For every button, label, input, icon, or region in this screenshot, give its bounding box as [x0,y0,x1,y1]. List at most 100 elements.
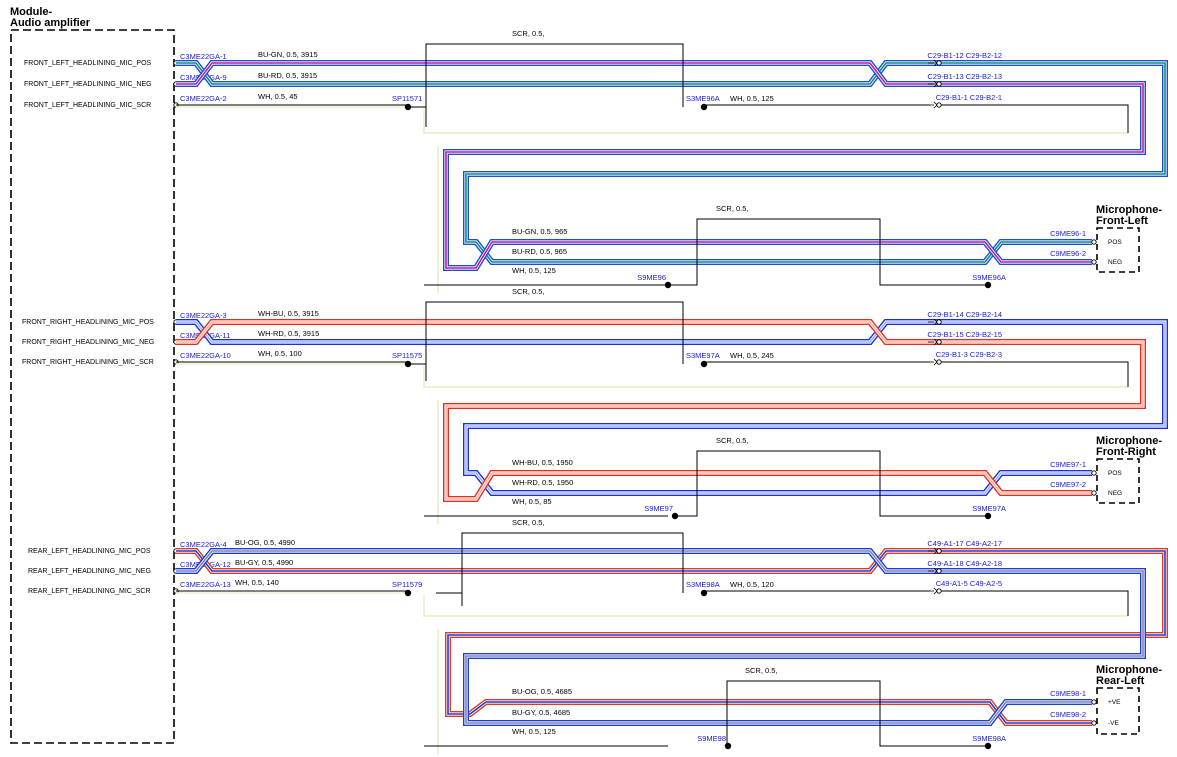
module-audio-amplifier-box[interactable] [10,29,175,744]
mic-pin-label: C9ME97-1 [1050,460,1086,469]
screen-band [423,366,1128,388]
wire-label: BU-OG, 0.5, 4990 [235,538,295,547]
screen-band [423,595,1128,617]
wire-label: WH-BU, 0.5, 1950 [512,458,573,467]
screen-wire-bottom[interactable] [668,218,988,286]
mic-pin-terminal[interactable] [1091,470,1097,476]
splice-label-top: SP11575 [392,351,422,360]
inline-connector[interactable] [928,547,942,555]
inline-connector-label: C29-B1-15 C29-B2-15 [927,330,1002,339]
signal-label: FRONT_LEFT_HEADLINING_MIC_POS [24,60,152,67]
signal-label: FRONT_RIGHT_HEADLINING_MIC_NEG [22,339,154,346]
mic-pin-name: NEG [1108,490,1122,497]
inline-connector-label: C49-A1-17 C49-A2-17 [927,539,1002,548]
screen-wire-bottom[interactable] [675,450,988,517]
screen-wire-bottom[interactable] [726,680,988,747]
inline-connector[interactable] [928,338,942,346]
harness-group-3: REAR_LEFT_HEADLINING_MIC_POSC3ME22GA-4RE… [28,518,1168,754]
wire-pair-b-top[interactable] [176,60,940,87]
microphone-box[interactable] [1096,687,1140,735]
mic-pin-name: -VE [1108,720,1120,727]
microphone-title-line1: Microphone- [1096,435,1162,447]
mic-pin-label: C9ME97-2 [1050,480,1086,489]
splice-label-s3: S3ME96A [686,94,720,103]
drain-wire-top[interactable] [176,361,1129,387]
inline-connector[interactable] [928,587,942,595]
mic-pin-name: NEG [1108,259,1122,266]
module-pin-label: C3ME22GA-1 [180,52,227,61]
wire-label: WH, 0.5, 120 [730,580,774,589]
splice-dot[interactable] [984,512,992,520]
signal-label: REAR_LEFT_HEADLINING_MIC_SCR [28,588,151,595]
mic-pin-terminal[interactable] [1091,720,1097,726]
inline-connector[interactable] [928,101,942,109]
mic-pin-label: C9ME98-1 [1050,689,1086,698]
wire-label: BU-OG, 0.5, 4685 [512,687,572,696]
mic-pin-name: POS [1108,239,1122,246]
module-pin-label: C3ME22GA-3 [180,311,227,320]
mic-pin-terminal[interactable] [1091,259,1097,265]
drain-wire-top[interactable] [176,590,1129,616]
wire-pair-b-top[interactable] [176,548,940,574]
screen-wire-label: SCR, 0.5, [716,436,749,445]
splice-label-s9: S9ME97 [644,504,673,513]
wire-pair-b-loop[interactable] [463,568,1146,726]
inline-connector-label: C29-B1-13 C29-B2-13 [927,72,1002,81]
module-title-line1: Module- [10,6,52,18]
inline-connector-label: C29-B1-1 C29-B2-1 [936,93,1002,102]
module-title-line2: Audio amplifier [10,17,91,29]
splice-dot[interactable] [984,742,992,750]
wire-label: WH, 0.5, 245 [730,351,774,360]
inline-connector-label: C29-B1-14 C29-B2-14 [927,310,1002,319]
inline-connector-label: C29-B1-12 C29-B2-12 [927,51,1002,60]
wire-label: WH-BU, 0.5, 3915 [258,309,319,318]
wire-label: BU-RD, 0.5, 965 [512,247,567,256]
mic-pin-terminal[interactable] [1091,490,1097,496]
screen-wire-label: SCR, 0.5, [745,666,778,675]
mic-pin-label: C9ME96-1 [1050,229,1086,238]
wire-pair-b-loop[interactable] [443,339,1146,502]
wire-label: BU-GN, 0.5, 965 [512,227,567,236]
wire-pair-b-loop[interactable] [443,81,1146,271]
signal-label: FRONT_LEFT_HEADLINING_MIC_NEG [24,81,152,88]
splice-dot[interactable] [404,589,412,597]
splice-label-top: SP11571 [392,94,422,103]
splice-dot[interactable] [700,589,708,597]
microphone-box[interactable] [1096,458,1140,504]
splice-label-s9a: S9ME97A [972,504,1006,513]
splice-dot[interactable] [700,360,708,368]
signal-label: FRONT_RIGHT_HEADLINING_MIC_POS [22,319,154,326]
mic-pin-name: +VE [1108,699,1121,706]
inline-connector-label: C49-A1-5 C49-A2-5 [936,579,1002,588]
inline-connector[interactable] [928,567,942,575]
wire-label: WH, 0.5, 125 [730,94,774,103]
wire-pair-a-top[interactable] [176,60,940,87]
wire-pair-a-top[interactable] [176,319,940,345]
drain-wire-top[interactable] [176,104,1129,133]
wire-pair-b-top[interactable] [176,319,940,345]
wire-label: BU-GN, 0.5, 3915 [258,50,318,59]
inline-connector[interactable] [928,358,942,366]
mic-pin-name: POS [1108,470,1122,477]
splice-dot[interactable] [984,281,992,289]
inline-connector[interactable] [928,59,942,67]
screen-wire-label: SCR, 0.5, [512,29,545,38]
harness-groups: FRONT_LEFT_HEADLINING_MIC_POS C3ME22GA-1F… [22,29,1168,754]
inline-connector[interactable] [928,318,942,326]
splice-label-s3: S3ME97A [686,351,720,360]
wire-label: WH-RD, 0.5, 1950 [512,478,573,487]
splice-dot[interactable] [700,103,708,111]
module-pin-label: C3ME22GA-2 [180,94,227,103]
inline-connector[interactable] [928,80,942,88]
mic-pin-label: C9ME98-2 [1050,710,1086,719]
signal-label: FRONT_LEFT_HEADLINING_MIC_SCR [24,102,151,109]
mic-pin-terminal[interactable] [1091,699,1097,705]
mic-pin-terminal[interactable] [1091,239,1097,245]
microphone-box[interactable] [1096,227,1140,273]
microphone-title-line1: Microphone- [1096,204,1162,216]
microphone-title-line1: Microphone- [1096,664,1162,676]
wire-label: BU-RD, 0.5, 3915 [258,71,317,80]
splice-label-s9a: S9ME98A [972,734,1006,743]
wire-pair-a-top[interactable] [176,548,940,574]
